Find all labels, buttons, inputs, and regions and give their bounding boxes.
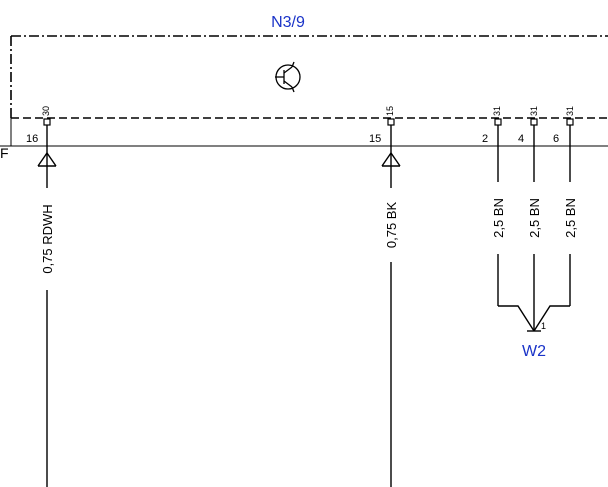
- connector-pin-number: 6: [553, 133, 559, 145]
- wire-label: 0,75 RDWH: [40, 204, 55, 273]
- internal-pin-label: 31: [529, 106, 539, 116]
- internal-pin-label: 31: [565, 106, 575, 116]
- connector-pin-number: 15: [369, 133, 381, 145]
- connector-pin-numbers: 16 15 2 4 6: [26, 133, 559, 145]
- internal-pin-label: 31: [492, 106, 502, 116]
- ground-name: W2: [522, 343, 546, 360]
- internal-pin-labels: 30 15 31 31 31: [41, 106, 575, 116]
- internal-pin-label: 15: [385, 106, 395, 116]
- connector-pin-number: 2: [482, 133, 488, 145]
- connector-pin-number: 4: [518, 133, 524, 145]
- transistor-icon: [275, 61, 301, 93]
- wire-label: 2,5 BN: [563, 198, 578, 238]
- connector-edge-label: F: [0, 145, 9, 161]
- connector-arrow-icon: [381, 151, 401, 167]
- module-name: N3/9: [271, 14, 305, 31]
- wire-labels: 0,75 RDWH 0,75 BK 2,5 BN 2,5 BN 2,5 BN: [40, 198, 578, 274]
- pin-terminals: [43, 118, 574, 126]
- ground-pin-number: 1: [541, 321, 546, 331]
- connector-pin-number: 16: [26, 133, 38, 145]
- wires-signal: [46, 125, 392, 487]
- internal-pin-label: 30: [41, 106, 51, 116]
- wire-label: 2,5 BN: [491, 198, 506, 238]
- connector-arrow-icon: [37, 151, 57, 167]
- wire-label: 0,75 BK: [384, 202, 399, 249]
- module-boundary: [10, 35, 608, 119]
- wires-ground: [497, 125, 571, 332]
- wire-label: 2,5 BN: [527, 198, 542, 238]
